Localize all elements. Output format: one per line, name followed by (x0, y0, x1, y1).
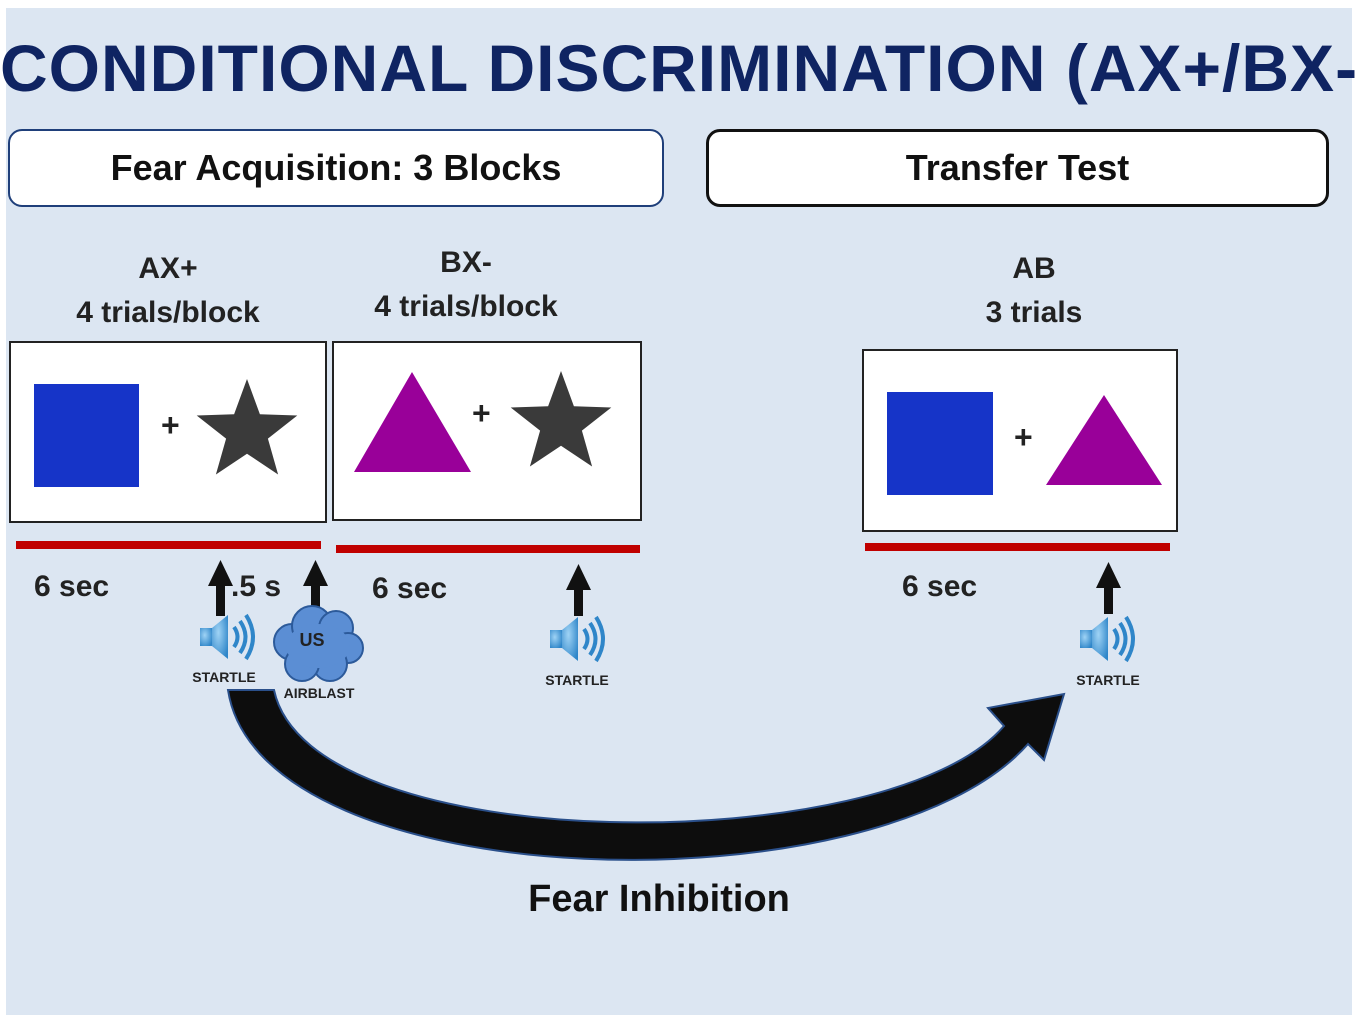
square-shape (34, 384, 139, 487)
us-label: US (299, 630, 325, 650)
ax-stimulus-panel: + (9, 341, 327, 523)
ax-name: AX+ (138, 252, 198, 285)
acquisition-phase-box: Fear Acquisition: 3 Blocks (8, 129, 664, 207)
star-shape (196, 379, 298, 475)
ab-trial-label: AB 3 trials (884, 247, 1184, 335)
startle-label: STARTLE (1076, 672, 1140, 688)
bx-trial-label: BX- 4 trials/block (316, 241, 616, 329)
transfer-phase-box: Transfer Test (706, 129, 1329, 207)
triangle-shape (1046, 395, 1162, 485)
ax-trial-label: AX+ 4 trials/block (18, 247, 318, 335)
ab-duration: 6 sec (902, 570, 978, 603)
plus-sign: + (1014, 419, 1033, 455)
bx-count: 4 trials/block (374, 290, 558, 323)
ax-duration: 6 sec (34, 570, 110, 603)
page-title: CONDITIONAL DISCRIMINATION (AX+/BX-) (0, 31, 1358, 105)
triangle-shape (354, 372, 471, 472)
startle-label: STARTLE (545, 672, 609, 688)
airblast-label: AIRBLAST (283, 685, 355, 701)
ax-interval: .5 s (231, 570, 282, 603)
transfer-phase-label: Transfer Test (905, 147, 1130, 188)
star-shape (510, 371, 612, 467)
ax-count: 4 trials/block (76, 296, 260, 329)
bx-stimulus-panel: + (332, 341, 642, 521)
bx-name: BX- (440, 246, 492, 279)
plus-sign: + (472, 395, 491, 431)
square-shape (887, 392, 993, 495)
ab-name: AB (1012, 252, 1056, 285)
ab-count: 3 trials (985, 296, 1083, 329)
bx-timeline (336, 545, 640, 553)
acquisition-phase-label: Fear Acquisition: 3 Blocks (110, 147, 562, 188)
plus-sign: + (161, 407, 180, 443)
fear-inhibition-label: Fear Inhibition (528, 878, 790, 920)
ax-timeline (16, 541, 321, 549)
ab-stimulus-panel: + (862, 349, 1178, 532)
ab-timeline (865, 543, 1170, 551)
bx-duration: 6 sec (372, 572, 448, 605)
startle-label: STARTLE (192, 669, 256, 685)
